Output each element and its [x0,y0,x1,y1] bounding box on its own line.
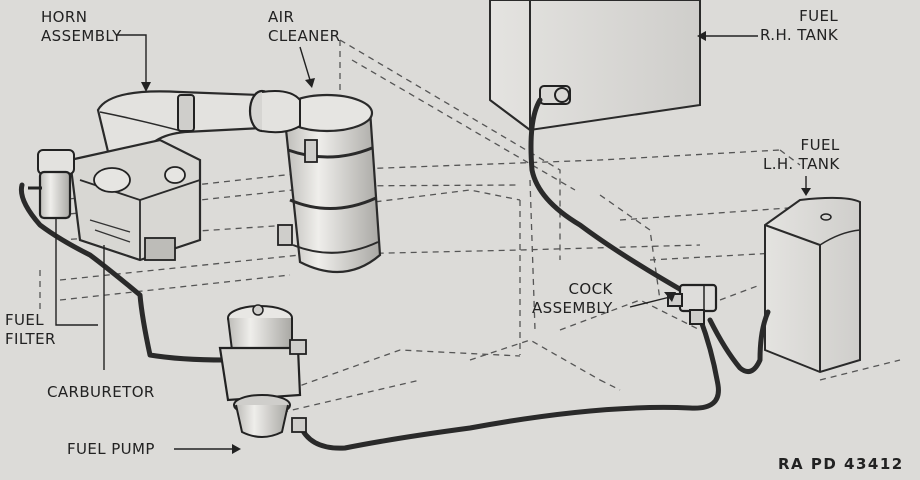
leader-cock-assembly [629,296,671,308]
fuel-pump [218,304,307,438]
leader-air-cleaner [299,46,311,81]
cock-assembly [667,283,718,325]
leader-horn-assembly [116,34,147,84]
fuel-line-lh-tank-to-cock [707,309,771,375]
label-fuel-pump: FUEL PUMP [67,440,155,458]
leader-fuel-filter [55,218,98,326]
leader-lines [55,34,807,450]
fuel-line-rh-tank-to-cock [528,97,693,298]
fuel-tank-rh [489,0,701,132]
fuel-line-pump-to-carburetor [18,182,228,363]
label-carburetor: CARBURETOR [47,383,155,401]
fuel-tank-lh [764,196,861,374]
fuel-lines [18,97,771,451]
leader-arrowheads [141,31,811,454]
air-cleaner [277,93,382,274]
fuel-line-cock-to-pump [297,315,721,451]
horn-assembly [96,89,301,162]
carburetor [68,138,202,262]
figure-reference: RA PD 43412 [778,455,904,473]
fuel-filter [28,149,75,220]
